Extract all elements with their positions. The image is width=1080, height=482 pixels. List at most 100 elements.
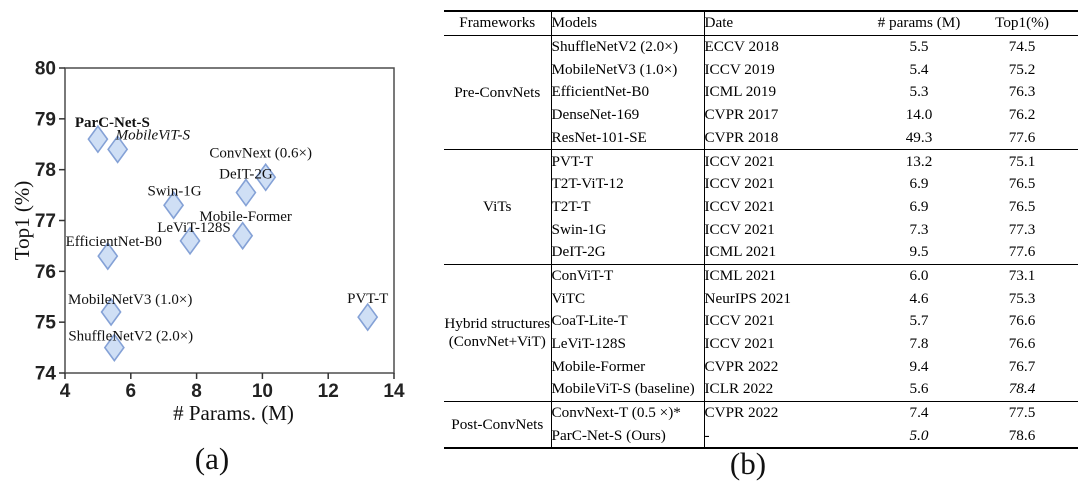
data-point: [103, 333, 125, 362]
cell-top1: 76.5: [1008, 197, 1036, 215]
framework-label-line: ViTs: [483, 198, 512, 216]
data-point-label: EfficientNet-B0: [66, 234, 162, 250]
y-tick-label: 74: [35, 364, 57, 385]
cell-params: 6.0: [909, 266, 929, 284]
cell-params: 9.5: [872, 240, 966, 265]
cell-framework: Post-ConvNets: [444, 401, 552, 449]
cell-params: 13.2: [905, 152, 933, 170]
cell-params: 7.3: [909, 220, 929, 238]
cell-params: 9.4: [909, 357, 929, 375]
cell-top1: 76.2: [1008, 106, 1036, 124]
framework-label-line: (ConvNet+ViT): [448, 332, 546, 350]
cell-model: T2T-T: [551, 195, 705, 219]
data-point-label: Mobile-Former: [199, 209, 291, 225]
x-tick-label: 8: [191, 381, 202, 402]
table-header-row: Frameworks Models Date # params (M) Top1…: [444, 11, 1078, 36]
cell-top1: 76.5: [1008, 175, 1036, 193]
data-point: [179, 226, 201, 256]
cell-top1: 77.5: [1008, 404, 1036, 422]
cell-top1: 77.6: [966, 126, 1078, 151]
cell-date: ICCV 2021: [704, 220, 775, 238]
data-point-label: ParC-Net-S: [75, 115, 150, 131]
cell-model: CoaT-Lite-T: [551, 309, 705, 333]
data-point: [357, 302, 379, 332]
y-tick-label: 76: [35, 262, 56, 283]
cell-date: CVPR 2022: [704, 404, 779, 422]
cell-top1: 76.6: [1008, 335, 1036, 352]
cell-model: LeViT-128S: [551, 332, 705, 356]
cell-params: 14.0: [905, 106, 933, 124]
cell-date: ICCV 2019: [704, 60, 775, 78]
cell-date: ICML 2019: [704, 83, 777, 101]
cell-date: ICCV 2021: [704, 152, 775, 170]
data-point: [235, 178, 257, 207]
cell-model: ParC-Net-S (Ours): [551, 424, 705, 449]
cell-model: Swin-1G: [551, 218, 705, 241]
x-axis-label: # Params. (M): [173, 401, 294, 425]
caption-b: (b): [729, 446, 767, 481]
cell-top1: 73.1: [1008, 266, 1036, 284]
data-point: [100, 297, 122, 327]
data-point: [97, 241, 119, 271]
caption-a: (a): [194, 441, 230, 476]
cell-params: 5.0: [872, 424, 966, 449]
cell-top1: 76.6: [1008, 312, 1036, 330]
data-point: [255, 162, 277, 192]
cell-params: 5.6: [872, 378, 966, 402]
cell-top1: 75.2: [1008, 60, 1036, 78]
x-tick-label: 10: [252, 381, 273, 402]
cell-date: NeurIPS 2021: [704, 289, 791, 307]
cell-date: CVPR 2018: [704, 126, 872, 151]
column-header-frameworks: Frameworks: [444, 11, 552, 36]
data-point: [87, 124, 109, 154]
cell-framework: Pre-ConvNets: [444, 35, 552, 151]
cell-model: T2T-ViT-12: [551, 172, 705, 196]
cell-date: ICML 2021: [704, 240, 872, 265]
cell-date: ICCV 2021: [704, 175, 775, 193]
cell-model: Mobile-Former: [551, 355, 705, 378]
cell-params: 6.9: [909, 175, 929, 193]
data-point-label: PVT-T: [347, 291, 388, 307]
figure-panel-b: Frameworks Models Date # params (M) Top1…: [444, 10, 1078, 450]
cell-params: 4.6: [909, 289, 929, 307]
cell-params: 7.8: [909, 335, 929, 352]
cell-top1: 78.6: [966, 424, 1078, 449]
cell-model: ConViT-T: [551, 264, 705, 288]
cell-date: -: [704, 424, 872, 449]
cell-model: DenseNet-169: [551, 103, 705, 127]
data-point: [163, 190, 185, 220]
comparison-table: Frameworks Models Date # params (M) Top1…: [444, 10, 1078, 450]
column-header-models: Models: [551, 11, 705, 36]
y-tick-label: 80: [35, 59, 56, 80]
x-tick-label: 14: [383, 381, 405, 402]
framework-label-line: Hybrid structures: [444, 315, 551, 333]
data-point-label: Swin-1G: [147, 183, 201, 199]
cell-params: 49.3: [872, 126, 966, 151]
cell-params: 5.3: [909, 83, 929, 101]
cell-params: 7.4: [909, 404, 929, 422]
column-header-date: Date: [704, 14, 734, 32]
data-point: [232, 221, 254, 251]
cell-params: 5.5: [909, 38, 929, 56]
cell-date: CVPR 2017: [704, 106, 779, 124]
cell-model: ViTC: [551, 287, 705, 310]
cell-date: ICCV 2021: [704, 312, 775, 330]
y-tick-label: 79: [35, 109, 56, 130]
cell-top1: 78.4: [966, 378, 1078, 402]
cell-top1: 76.7: [1008, 357, 1036, 375]
x-tick-label: 12: [318, 381, 339, 402]
cell-top1: 76.3: [1008, 83, 1036, 101]
